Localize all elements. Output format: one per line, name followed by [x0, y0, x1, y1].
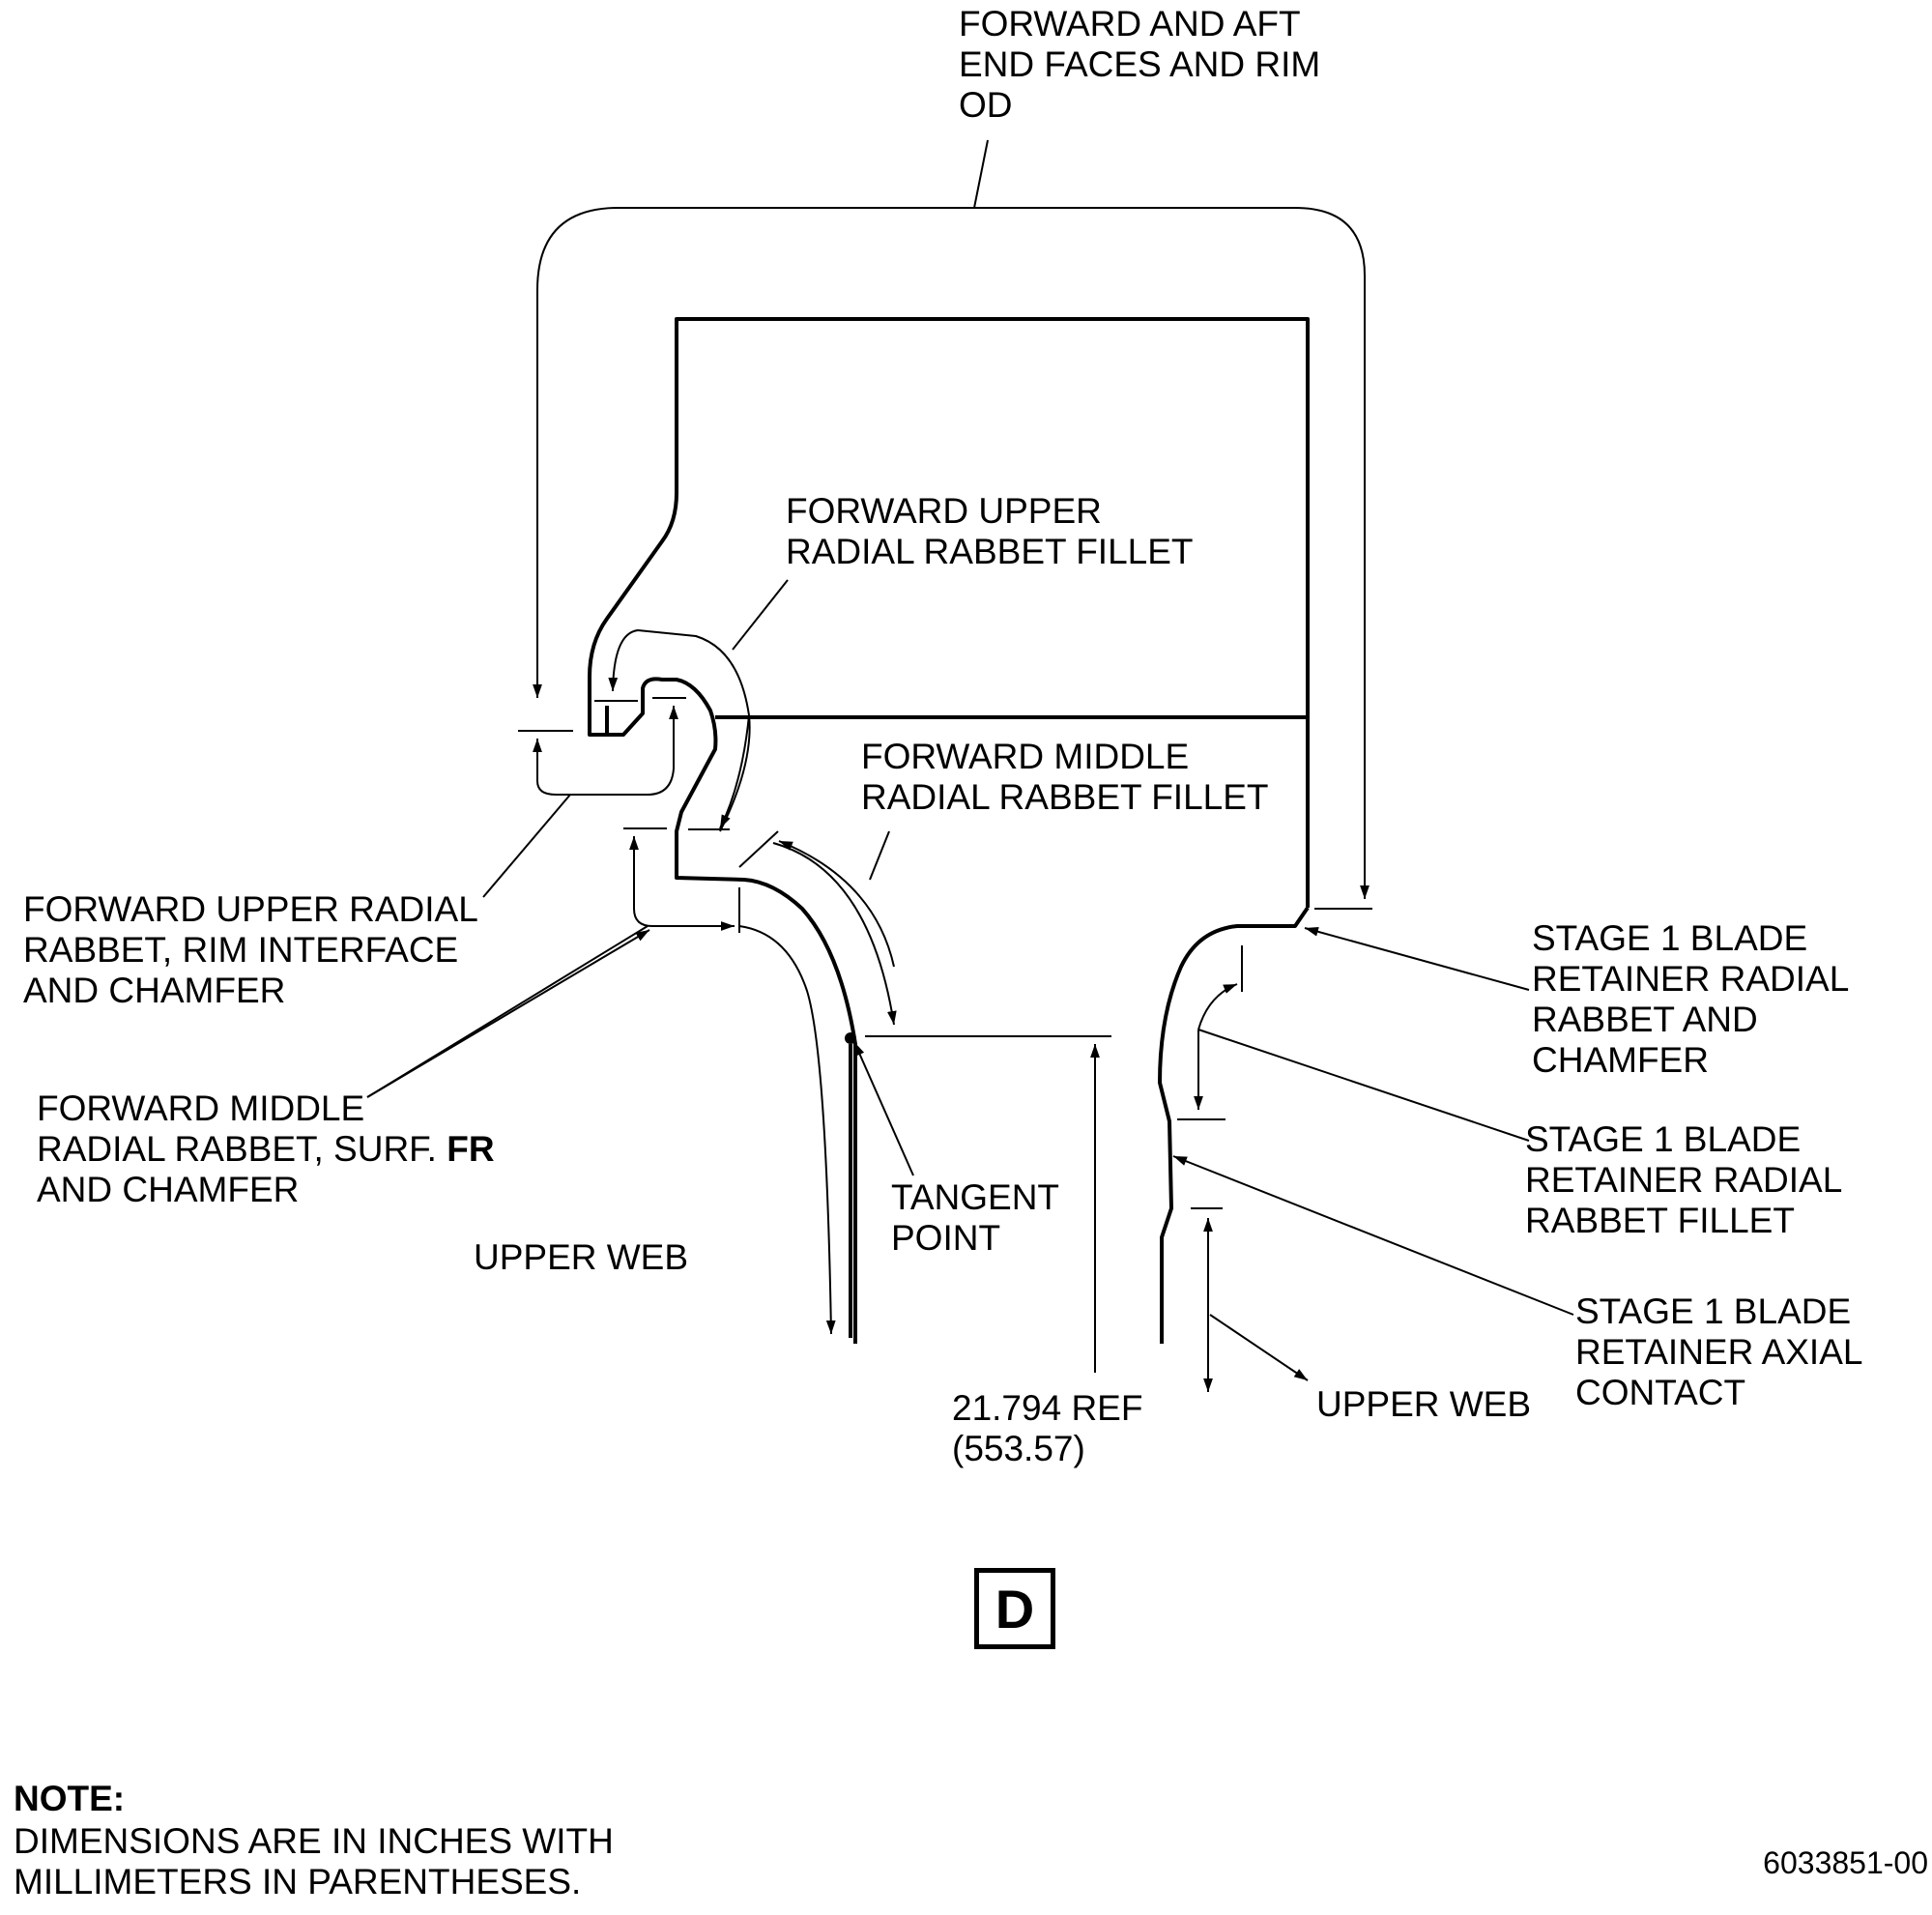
stage1-fillet-leader	[1197, 1029, 1530, 1142]
fwd-middle-fillet-tick	[738, 830, 779, 868]
label-upper-web-right: UPPER WEB	[1316, 1384, 1532, 1424]
rim-interface-bracket	[536, 706, 678, 796]
label-stage1-radial-rabbet-chamfer: STAGE 1 BLADE RETAINER RADIAL RABBET AND…	[1532, 918, 1850, 1080]
upper-web-right-leader	[1209, 1314, 1309, 1381]
label-forward-aft-end-faces: FORWARD AND AFT END FACES AND RIM OD	[959, 4, 1321, 125]
label-stage1-axial-contact: STAGE 1 BLADE RETAINER AXIAL CONTACT	[1575, 1291, 1863, 1412]
fwd-middle-leader-arrow	[366, 929, 650, 1098]
label-forward-middle-radial-rabbet: FORWARD MIDDLE RADIAL RABBET, SURF. FR A…	[37, 1088, 495, 1210]
label-tangent-point: TANGENT POINT	[891, 1177, 1060, 1258]
web-right-face	[1158, 906, 1310, 1344]
tangent-point-dot	[845, 1032, 856, 1044]
rim-interface-leader	[482, 794, 571, 898]
leader-lines	[366, 139, 1574, 1392]
note-body: DIMENSIONS ARE IN INCHES WITH MILLIMETER…	[14, 1821, 614, 1901]
fwd-middle-fillet-leader	[869, 830, 890, 881]
fwd-middle-bracket	[633, 908, 735, 931]
fwd-upper-fillet-bracket	[608, 628, 751, 832]
label-dimension-mm: (553.57)	[952, 1429, 1085, 1468]
end-faces-bracket	[536, 207, 1370, 899]
label-upper-web-left: UPPER WEB	[474, 1237, 689, 1277]
tangent-point-leader	[853, 1041, 914, 1176]
stage1-rabbet-leader	[1304, 926, 1530, 991]
view-letter-box: D	[974, 1568, 1055, 1649]
note-title: NOTE:	[14, 1779, 126, 1818]
label-forward-upper-radial-rabbet-fillet: FORWARD UPPER RADIAL RABBET FILLET	[786, 491, 1194, 571]
label-forward-middle-radial-rabbet-fillet: FORWARD MIDDLE RADIAL RABBET FILLET	[861, 737, 1269, 817]
label-forward-middle-suffix: AND CHAMFER	[37, 1170, 300, 1209]
stage1-fillet-arrow-top	[1197, 983, 1238, 1030]
stage1-axial-leader	[1172, 1155, 1574, 1316]
fwd-middle-fillet-bracket	[738, 925, 836, 1335]
label-forward-upper-radial-rabbet-rim: FORWARD UPPER RADIAL RABBET, RIM INTERFA…	[23, 889, 478, 1010]
part-outline	[588, 317, 1310, 1344]
label-forward-middle-prefix: FORWARD MIDDLE RADIAL RABBET, SURF.	[37, 1088, 437, 1169]
label-stage1-radial-rabbet-fillet: STAGE 1 BLADE RETAINER RADIAL RABBET FIL…	[1525, 1119, 1843, 1240]
fwd-middle-fillet-arc	[772, 842, 897, 1026]
label-surface-fr: FR	[447, 1129, 495, 1169]
view-letter: D	[995, 1578, 1035, 1639]
rim-outline	[588, 317, 1310, 1344]
figure-number: 6033851-00	[1763, 1845, 1928, 1880]
fwd-upper-fillet-leader	[732, 579, 789, 651]
fwd-middle-fillet-arc-start	[778, 840, 895, 968]
label-dimension-inches: 21.794 REF	[952, 1388, 1143, 1428]
fwd-upper-fillet-arc-lower	[719, 714, 750, 829]
end-faces-leader	[973, 139, 989, 209]
